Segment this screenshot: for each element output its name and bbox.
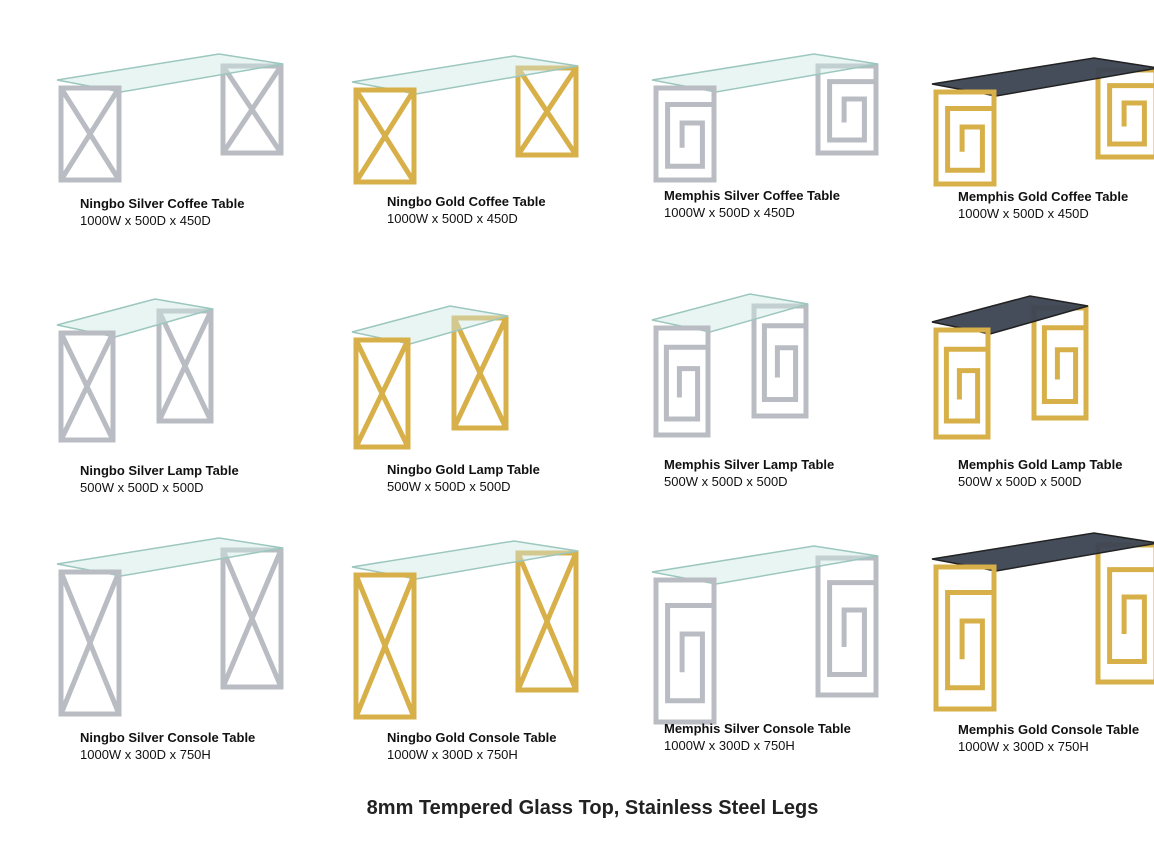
product-dimensions: 1000W x 500D x 450D bbox=[80, 213, 211, 228]
table-leg bbox=[156, 308, 214, 424]
product-name: Memphis Gold Coffee Table bbox=[958, 189, 1129, 204]
product-caption: Memphis Silver Coffee Table 1000W x 500D … bbox=[664, 187, 840, 221]
product-dimensions: 500W x 500D x 500D bbox=[958, 474, 1082, 489]
product-name: Ningbo Gold Lamp Table bbox=[387, 462, 540, 477]
table-leg bbox=[751, 303, 809, 419]
product-image bbox=[351, 55, 579, 185]
product-image bbox=[651, 53, 879, 183]
table-leg bbox=[58, 569, 122, 717]
table-leg bbox=[515, 65, 579, 158]
product-caption: Ningbo Silver Coffee Table 1000W x 500D x… bbox=[80, 195, 244, 229]
product-caption: Ningbo Gold Lamp Table 500W x 500D x 500D bbox=[387, 461, 540, 495]
table-leg bbox=[1095, 542, 1154, 685]
table-leg bbox=[58, 85, 122, 183]
product-dimensions: 500W x 500D x 500D bbox=[664, 474, 788, 489]
product-name: Ningbo Silver Console Table bbox=[80, 730, 256, 745]
product-dimensions: 1000W x 500D x 450D bbox=[958, 206, 1089, 221]
product-dimensions: 1000W x 500D x 450D bbox=[387, 211, 518, 226]
product-name: Ningbo Gold Coffee Table bbox=[387, 194, 546, 209]
table-leg bbox=[1031, 305, 1089, 421]
product-dimensions: 500W x 500D x 500D bbox=[80, 480, 204, 495]
product-image bbox=[931, 532, 1154, 712]
product-name: Memphis Silver Coffee Table bbox=[664, 188, 841, 203]
product-caption: Ningbo Silver Console Table 1000W x 300D … bbox=[80, 729, 255, 763]
table-leg bbox=[653, 85, 717, 183]
table-leg bbox=[451, 315, 509, 431]
product-dimensions: 1000W x 300D x 750H bbox=[387, 747, 518, 762]
product-caption: Ningbo Silver Lamp Table 500W x 500D x 50… bbox=[80, 462, 239, 496]
product-caption: Memphis Silver Console Table 1000W x 300D… bbox=[664, 720, 851, 754]
product-name: Memphis Silver Console Table bbox=[664, 721, 851, 736]
product-name: Ningbo Gold Console Table bbox=[387, 730, 557, 745]
footer-caption: 8mm Tempered Glass Top, Stainless Steel … bbox=[366, 797, 819, 819]
product-image bbox=[56, 537, 284, 717]
table-leg bbox=[353, 337, 411, 450]
product-image bbox=[651, 545, 879, 725]
product-caption: Memphis Gold Coffee Table 1000W x 500D x … bbox=[958, 188, 1128, 222]
product-caption: Memphis Gold Console Table 1000W x 300D x… bbox=[958, 721, 1139, 755]
table-leg bbox=[220, 63, 284, 156]
product-caption: Memphis Gold Lamp Table 500W x 500D x 500… bbox=[958, 456, 1122, 490]
table-leg bbox=[933, 327, 991, 440]
product-name: Memphis Silver Lamp Table bbox=[664, 457, 835, 472]
table-leg bbox=[815, 555, 879, 698]
product-name: Ningbo Silver Coffee Table bbox=[80, 196, 245, 211]
table-leg bbox=[220, 547, 284, 690]
table-leg bbox=[353, 572, 417, 720]
table-leg bbox=[933, 564, 997, 712]
product-image bbox=[931, 57, 1154, 187]
product-image bbox=[56, 298, 214, 443]
product-name: Memphis Gold Console Table bbox=[958, 722, 1140, 737]
table-leg bbox=[653, 577, 717, 725]
product-dimensions: 1000W x 500D x 450D bbox=[664, 205, 795, 220]
table-leg bbox=[1095, 67, 1154, 160]
product-dimensions: 1000W x 300D x 750H bbox=[80, 747, 211, 762]
product-name: Ningbo Silver Lamp Table bbox=[80, 463, 239, 478]
product-dimensions: 500W x 500D x 500D bbox=[387, 479, 511, 494]
product-caption: Memphis Silver Lamp Table 500W x 500D x 5… bbox=[664, 456, 834, 490]
product-image bbox=[351, 305, 509, 450]
table-leg bbox=[815, 63, 879, 156]
table-leg bbox=[58, 330, 116, 443]
table-leg bbox=[933, 89, 997, 187]
product-image bbox=[651, 293, 809, 438]
product-image bbox=[56, 53, 284, 183]
product-caption: Ningbo Gold Coffee Table 1000W x 500D x 4… bbox=[387, 193, 546, 227]
product-caption: Ningbo Gold Console Table 1000W x 300D x … bbox=[387, 729, 556, 763]
product-image bbox=[931, 295, 1089, 440]
product-dimensions: 1000W x 300D x 750H bbox=[958, 739, 1089, 754]
table-leg bbox=[653, 325, 711, 438]
product-name: Memphis Gold Lamp Table bbox=[958, 457, 1123, 472]
product-dimensions: 1000W x 300D x 750H bbox=[664, 738, 795, 753]
table-leg bbox=[353, 87, 417, 185]
product-image bbox=[351, 540, 579, 720]
table-leg bbox=[515, 550, 579, 693]
